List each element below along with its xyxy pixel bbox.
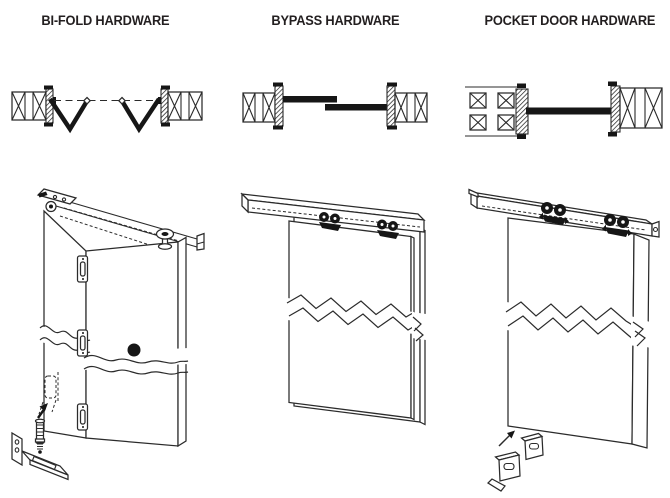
bottom-pivot-bracket bbox=[11, 431, 69, 481]
door-knob bbox=[127, 343, 141, 357]
pocket-plan-diagram bbox=[465, 81, 663, 139]
bypass-title-text: BYPASS HARDWARE bbox=[270, 13, 400, 28]
bifold-panel-edge bbox=[177, 236, 187, 448]
guide-arrow bbox=[498, 430, 515, 447]
bypass-door-rear bbox=[325, 104, 389, 111]
pocket-roller-hanger-2 bbox=[602, 214, 632, 237]
bifold-illustration bbox=[11, 188, 205, 481]
pocket-illustration bbox=[468, 188, 660, 492]
bypass-plan-diagram bbox=[242, 82, 428, 130]
floor-guide-1 bbox=[520, 432, 544, 461]
bifold-plan-diagram bbox=[11, 85, 203, 134]
floor-guide-2 bbox=[486, 451, 521, 492]
pocket-right-jamb bbox=[608, 81, 663, 137]
pivot-arrow bbox=[37, 403, 48, 419]
bifold-track bbox=[55, 197, 205, 251]
bifold-top-pivot-bracket bbox=[36, 188, 78, 213]
pocket-frame bbox=[465, 83, 529, 139]
pocket-break-lines bbox=[505, 301, 650, 348]
bypass-left-jamb bbox=[242, 82, 284, 130]
bypass-roller-hanger-2 bbox=[377, 219, 399, 239]
bypass-right-jamb bbox=[386, 82, 428, 130]
bypass-roller-hanger-1 bbox=[319, 212, 341, 231]
bifold-guide-roller bbox=[155, 228, 175, 250]
bifold-hinges bbox=[76, 255, 89, 431]
bypass-title: BYPASS HARDWARE bbox=[255, 13, 415, 28]
bottom-pivot-pin bbox=[34, 418, 46, 454]
bottom-pivot-hidden-plate bbox=[38, 372, 59, 415]
bifold-folded-doors bbox=[48, 96, 161, 134]
bypass-illustration bbox=[240, 192, 426, 426]
bypass-break-lines bbox=[286, 294, 426, 342]
bypass-door-front bbox=[283, 96, 337, 103]
pocket-roller-hanger-1 bbox=[539, 202, 569, 225]
bifold-title: BI-FOLD HARDWARE bbox=[20, 13, 190, 28]
bifold-right-jamb bbox=[158, 85, 203, 127]
pocket-title: POCKET DOOR HARDWARE bbox=[475, 13, 665, 28]
pocket-door-panel bbox=[526, 107, 611, 115]
bifold-title-text: BI-FOLD HARDWARE bbox=[40, 13, 170, 28]
bifold-left-jamb bbox=[11, 85, 56, 127]
pocket-title-text: POCKET DOOR HARDWARE bbox=[484, 13, 656, 28]
